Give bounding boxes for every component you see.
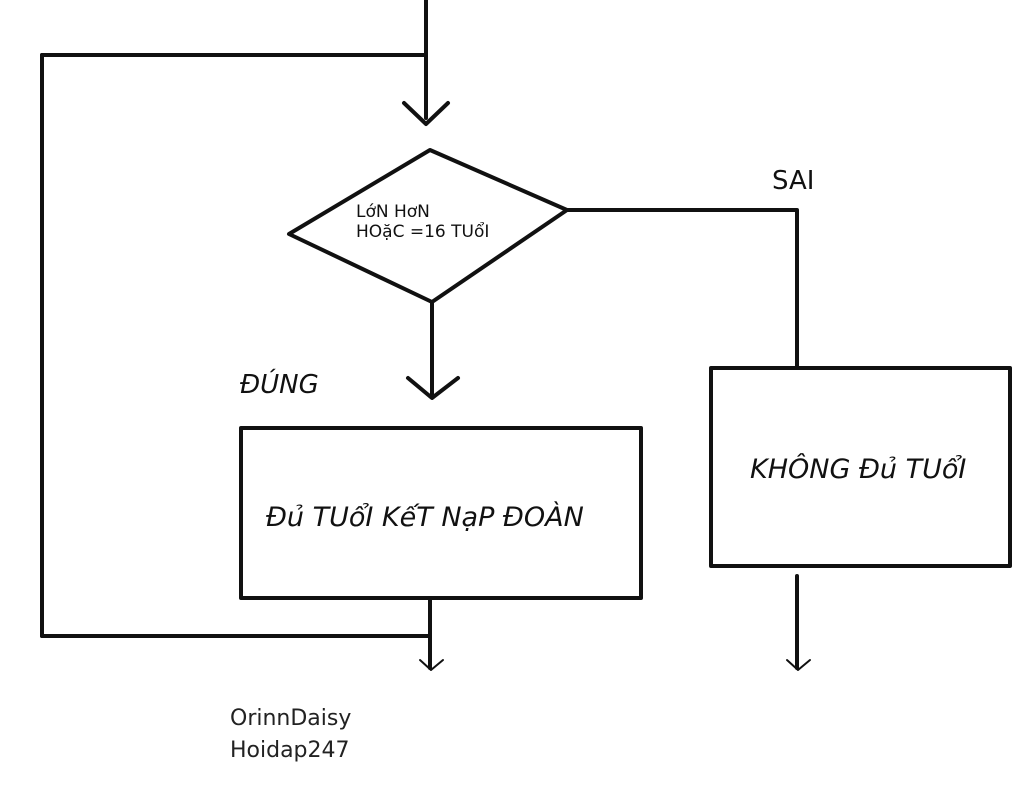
decision-label-line2: HOặC =16 TUổI xyxy=(356,222,490,243)
box-true-label: Đủ TUổI KếT NạP ĐOÀN xyxy=(266,502,584,533)
box-false xyxy=(709,366,1012,568)
box-false-label: KHÔNG Đủ TUổI xyxy=(750,454,967,485)
watermark-author: OrinnDaisy xyxy=(230,706,352,731)
true-branch-label: ĐÚNG xyxy=(240,370,319,400)
arrowhead-true-out xyxy=(419,659,444,671)
false-branch-line xyxy=(565,208,799,370)
decision-label: LớN HơN HOặC =16 TUổI xyxy=(356,202,489,243)
watermark-site: Hoidap247 xyxy=(230,738,350,763)
decision-label-line1: LớN HơN xyxy=(356,202,430,222)
arrowhead-decision xyxy=(402,101,450,126)
box-true xyxy=(239,426,643,600)
false-branch-label: SAI xyxy=(772,166,815,196)
arrowhead-false-out xyxy=(786,659,811,671)
arrowhead-true xyxy=(406,376,460,400)
